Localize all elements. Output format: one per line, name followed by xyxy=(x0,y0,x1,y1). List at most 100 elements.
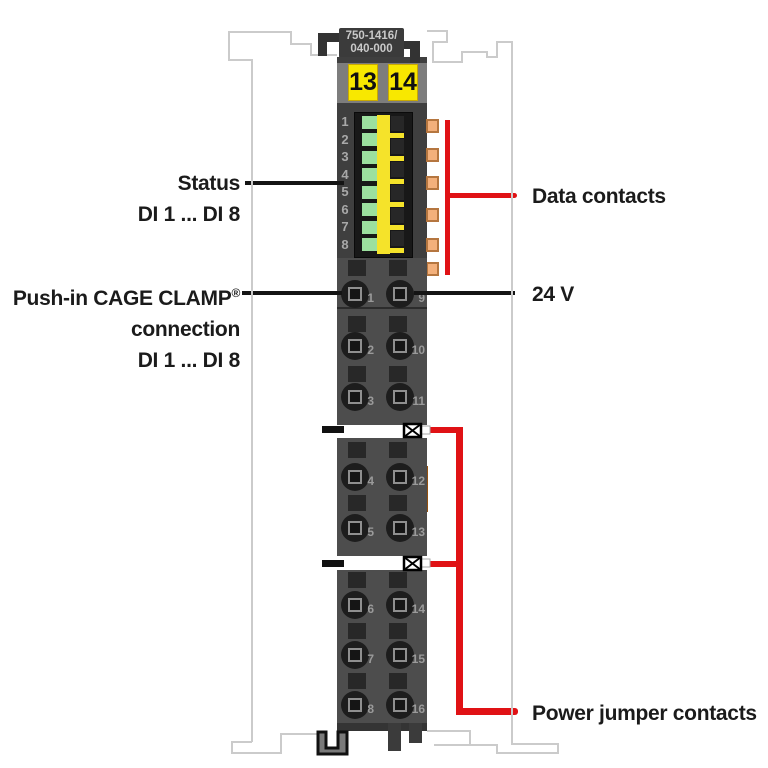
led-bus-tick xyxy=(390,156,404,161)
power-jumper-label: Power jumper contacts xyxy=(532,702,757,725)
push-in-opening xyxy=(389,442,407,458)
cage-clamp-opening xyxy=(348,648,362,662)
terminal-number-13: 13 xyxy=(411,525,425,539)
terminal-number-8: 8 xyxy=(367,702,374,716)
status-led-di5 xyxy=(362,185,377,199)
terminal-number-15: 15 xyxy=(411,652,425,666)
cage-clamp-opening xyxy=(348,390,362,404)
push-in-opening xyxy=(348,495,366,511)
led-channel-number: 1 xyxy=(341,114,349,129)
power-jumper-contact-1 xyxy=(402,422,431,439)
power-jumper-line-bottom xyxy=(456,708,518,715)
terminal-number-3: 3 xyxy=(367,394,374,408)
top-left-hook xyxy=(318,33,339,56)
status-led-di7 xyxy=(362,220,377,234)
push-in-opening xyxy=(348,442,366,458)
led-bus-tick xyxy=(390,133,404,138)
push-in-opening xyxy=(389,316,407,332)
terminal-number-5: 5 xyxy=(367,525,374,539)
registered-mark: ® xyxy=(231,286,240,300)
push-in-opening xyxy=(389,673,407,689)
cage-clamp-label-line3: DI 1 ... DI 8 xyxy=(137,349,241,372)
led-bus-tick xyxy=(390,225,404,230)
push-in-opening xyxy=(389,572,407,588)
status-label: Status DI 1 ... DI 8 xyxy=(0,168,241,230)
led-comb-square xyxy=(391,231,404,246)
cage-clamp-opening xyxy=(393,598,407,612)
cage-clamp-opening xyxy=(348,698,362,712)
push-in-opening xyxy=(389,366,407,382)
led-bus-strip xyxy=(377,115,390,254)
led-comb-square xyxy=(391,162,404,177)
led-comb-square xyxy=(391,185,404,200)
terminal-number-14: 14 xyxy=(411,602,425,616)
status-led-di4 xyxy=(362,168,377,181)
terminal-number-16: 16 xyxy=(411,702,425,716)
push-in-opening xyxy=(348,260,366,276)
status-led-di8 xyxy=(362,238,377,251)
terminal-number-12: 12 xyxy=(411,474,425,488)
terminal-number-10: 10 xyxy=(411,343,425,357)
terminal-number-1: 1 xyxy=(367,291,374,305)
data-contact xyxy=(426,176,439,190)
bottom-left-foot xyxy=(316,730,349,756)
led-bus-tick xyxy=(390,248,404,253)
terminal-number-11: 11 xyxy=(412,394,425,408)
push-in-opening xyxy=(348,673,366,689)
terminal-number-2: 2 xyxy=(367,343,374,357)
cage-clamp-opening xyxy=(393,470,407,484)
cage-clamp-opening xyxy=(348,598,362,612)
section-tick-lower xyxy=(322,560,344,567)
marking-band-bottom-strip xyxy=(337,103,427,110)
status-label-line2: DI 1 ... DI 8 xyxy=(137,203,241,226)
push-in-opening xyxy=(348,366,366,382)
marking-band-top-strip xyxy=(337,57,427,63)
led-channel-number: 6 xyxy=(341,201,349,217)
led-channel-number: 4 xyxy=(341,166,349,182)
terminal-number-7: 7 xyxy=(367,652,374,666)
cage-clamp-opening xyxy=(348,339,362,353)
status-leader-line xyxy=(245,181,344,185)
part-number-plate: 750-1416/ 040-000 xyxy=(339,28,404,58)
cage-clamp-opening xyxy=(393,287,407,301)
cage-clamp-label-line1: Push-in CAGE CLAMP® xyxy=(12,286,240,310)
push-in-opening xyxy=(348,316,366,332)
led-channel-number: 7 xyxy=(341,219,349,234)
push-in-opening xyxy=(389,260,407,276)
push-in-opening xyxy=(348,572,366,588)
cage-clamp-opening xyxy=(393,648,407,662)
part-number-line2: 040-000 xyxy=(350,43,393,55)
push-in-opening xyxy=(348,623,366,639)
data-contacts-bracket-horizontal xyxy=(445,193,517,198)
cage-clamp-leader-line xyxy=(242,291,342,295)
part-number-line1: 750-1416/ xyxy=(345,30,398,42)
cage-clamp-opening xyxy=(393,698,407,712)
power-jumper-contact-2 xyxy=(402,555,431,572)
supply-leader-line xyxy=(414,291,515,295)
status-led-di2 xyxy=(362,133,377,146)
led-bus-tick xyxy=(390,202,404,207)
section-tick-upper xyxy=(322,426,344,433)
terminal-number-9: 9 xyxy=(418,291,425,305)
led-channel-number: 5 xyxy=(341,184,349,199)
status-led-di3 xyxy=(362,150,377,164)
terminal-number-6: 6 xyxy=(367,602,374,616)
cage-clamp-opening xyxy=(348,521,362,535)
data-contacts-label: Data contacts xyxy=(532,185,666,208)
data-contact xyxy=(426,208,439,222)
data-contact xyxy=(426,238,439,252)
cage-clamp-label: Push-in CAGE CLAMP® connection DI 1 ... … xyxy=(0,278,240,376)
power-jumper-line-vertical xyxy=(456,427,463,715)
supply-label: 24 V xyxy=(532,283,574,306)
cage-clamp-label-line2: connection xyxy=(130,318,240,341)
data-contact xyxy=(426,148,439,162)
led-comb-square xyxy=(391,208,404,223)
led-channel-number: 3 xyxy=(341,149,349,164)
terminal-number-4: 4 xyxy=(367,474,374,488)
data-contact xyxy=(426,262,439,276)
status-label-line1: Status xyxy=(177,172,241,195)
led-bus-tick xyxy=(390,179,404,184)
push-in-opening xyxy=(389,495,407,511)
data-contact xyxy=(426,119,439,133)
